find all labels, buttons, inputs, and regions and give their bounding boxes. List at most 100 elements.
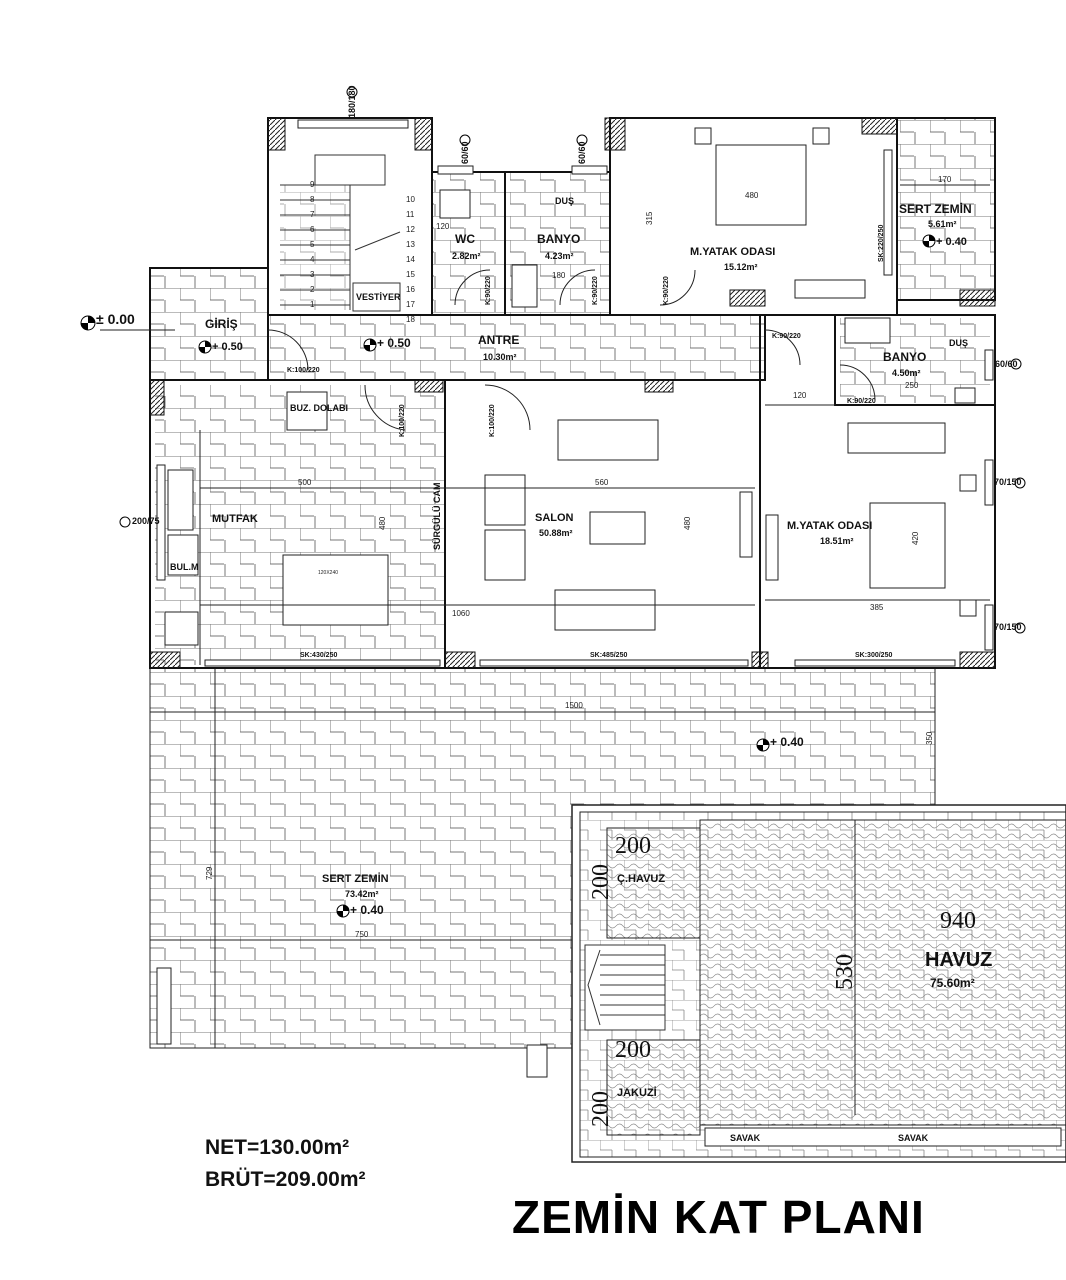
svg-text:+ 0.40: + 0.40 xyxy=(350,903,384,917)
svg-text:Ç.HAVUZ: Ç.HAVUZ xyxy=(617,873,665,885)
svg-text:JAKUZİ: JAKUZİ xyxy=(617,1086,657,1099)
room-mutfak: MUTFAK BUZ. DOLABI BUL.M xyxy=(170,403,348,572)
vestiyer-label: VESTİYER xyxy=(356,292,401,302)
svg-text:5.61m²: 5.61m² xyxy=(928,219,957,229)
svg-text:+ 0.40: + 0.40 xyxy=(770,735,804,749)
svg-text:SAVAK: SAVAK xyxy=(730,1133,761,1143)
plan-title: ZEMİN KAT PLANI xyxy=(512,1191,925,1243)
svg-text:BUL.M: BUL.M xyxy=(170,562,199,572)
svg-text:17: 17 xyxy=(406,300,415,309)
svg-text:18.51m²: 18.51m² xyxy=(820,536,854,546)
svg-text:560: 560 xyxy=(595,478,609,487)
svg-text:200: 200 xyxy=(588,1091,614,1127)
svg-text:10: 10 xyxy=(406,195,415,204)
svg-text:M.YATAK ODASI: M.YATAK ODASI xyxy=(787,520,872,532)
room-master-bedroom-1: M.YATAK ODASI 15.12m² xyxy=(690,246,775,272)
walls xyxy=(149,117,996,669)
pool-area xyxy=(571,804,1066,1163)
svg-text:5: 5 xyxy=(310,240,315,249)
svg-text:± 0.00: ± 0.00 xyxy=(96,311,135,327)
svg-text:K:90/220: K:90/220 xyxy=(485,276,492,305)
svg-text:GİRİŞ: GİRİŞ xyxy=(205,316,238,331)
svg-text:480: 480 xyxy=(683,516,692,530)
svg-text:K:90/220: K:90/220 xyxy=(663,276,670,305)
entry-level-marker: ± 0.00 xyxy=(80,311,175,331)
svg-text:120X240: 120X240 xyxy=(318,570,338,576)
svg-text:+ 0.40: + 0.40 xyxy=(936,236,967,248)
svg-text:K:90/220: K:90/220 xyxy=(772,333,801,340)
svg-text:K:90/220: K:90/220 xyxy=(592,276,599,305)
svg-text:14: 14 xyxy=(406,255,415,264)
svg-text:60/60: 60/60 xyxy=(460,141,470,164)
svg-text:4: 4 xyxy=(310,255,315,264)
svg-text:385: 385 xyxy=(870,603,884,612)
svg-text:12: 12 xyxy=(406,225,415,234)
gross-area: BRÜT=209.00m² xyxy=(205,1168,366,1191)
svg-text:K:100/220: K:100/220 xyxy=(489,404,496,437)
svg-text:+ 0.50: + 0.50 xyxy=(212,341,243,353)
staircase xyxy=(280,154,401,312)
svg-text:DUŞ: DUŞ xyxy=(949,338,968,348)
svg-text:K:100/220: K:100/220 xyxy=(287,367,320,374)
svg-text:ANTRE: ANTRE xyxy=(478,333,519,347)
svg-text:7: 7 xyxy=(310,210,315,219)
room-wc: WC 2.82m² xyxy=(452,232,481,261)
svg-text:3: 3 xyxy=(310,270,315,279)
net-area: NET=130.00m² xyxy=(205,1136,350,1159)
svg-text:SK:430/250: SK:430/250 xyxy=(300,652,337,659)
svg-text:+ 0.50: + 0.50 xyxy=(377,336,411,350)
svg-text:70/150: 70/150 xyxy=(994,477,1022,487)
svg-text:MUTFAK: MUTFAK xyxy=(212,513,258,525)
svg-text:729: 729 xyxy=(205,866,214,880)
svg-text:180/180: 180/180 xyxy=(347,85,357,118)
svg-text:K:90/220: K:90/220 xyxy=(847,398,876,405)
svg-text:250: 250 xyxy=(905,381,919,390)
svg-text:180: 180 xyxy=(552,271,566,280)
room-salon: SALON 50.88m² SÜRGÜLÜ CAM xyxy=(432,483,574,551)
room-banyo-2: DUŞ BANYO 4.50m² xyxy=(883,338,968,378)
dimension-lines xyxy=(150,184,990,1048)
svg-text:200: 200 xyxy=(588,864,614,900)
svg-text:SERT ZEMİN: SERT ZEMİN xyxy=(322,872,389,885)
svg-text:1500: 1500 xyxy=(565,701,583,710)
room-sert-zemin-small: SERT ZEMİN 5.61m² + 0.40 xyxy=(899,201,972,248)
svg-text:K:100/220: K:100/220 xyxy=(399,404,406,437)
room-giris: GİRİŞ + 0.50 xyxy=(198,316,243,354)
svg-text:HAVUZ: HAVUZ xyxy=(925,949,992,971)
svg-text:16: 16 xyxy=(406,285,415,294)
svg-text:WC: WC xyxy=(455,232,475,246)
svg-text:SÜRGÜLÜ CAM: SÜRGÜLÜ CAM xyxy=(432,483,442,551)
svg-text:170: 170 xyxy=(938,175,952,184)
svg-text:480: 480 xyxy=(745,191,759,200)
svg-text:8: 8 xyxy=(310,195,315,204)
svg-text:50.88m²: 50.88m² xyxy=(539,528,573,538)
svg-text:15: 15 xyxy=(406,270,415,279)
svg-text:15.12m²: 15.12m² xyxy=(724,262,758,272)
svg-text:6: 6 xyxy=(310,225,315,234)
pool-labels: 200 200 Ç.HAVUZ 200 200 JAKUZİ 940 530 H… xyxy=(588,833,992,1143)
room-terrace: SERT ZEMİN 73.42m² + 0.40 + 0.40 xyxy=(322,735,804,918)
svg-text:60/60: 60/60 xyxy=(995,359,1018,369)
door-swings xyxy=(267,269,876,431)
furniture xyxy=(164,127,977,646)
svg-text:60/60: 60/60 xyxy=(577,141,587,164)
svg-text:120: 120 xyxy=(793,391,807,400)
door-labels: K:100/220 K:90/220 K:90/220 K:90/220 K:9… xyxy=(287,225,892,659)
svg-text:4.23m²: 4.23m² xyxy=(545,251,574,261)
svg-text:530: 530 xyxy=(832,954,858,990)
svg-text:2: 2 xyxy=(310,285,315,294)
windows xyxy=(156,119,994,667)
svg-text:480: 480 xyxy=(378,516,387,530)
svg-text:1: 1 xyxy=(310,300,315,309)
svg-text:SK:485/250: SK:485/250 xyxy=(590,652,627,659)
svg-text:9: 9 xyxy=(310,180,315,189)
svg-text:940: 940 xyxy=(940,908,976,934)
svg-text:SK:220/250: SK:220/250 xyxy=(878,225,885,262)
svg-text:350: 350 xyxy=(925,731,934,745)
svg-text:M.YATAK ODASI: M.YATAK ODASI xyxy=(690,246,775,258)
svg-text:4.50m²: 4.50m² xyxy=(892,368,921,378)
svg-text:SK:300/250: SK:300/250 xyxy=(855,652,892,659)
svg-text:70/150: 70/150 xyxy=(994,622,1022,632)
